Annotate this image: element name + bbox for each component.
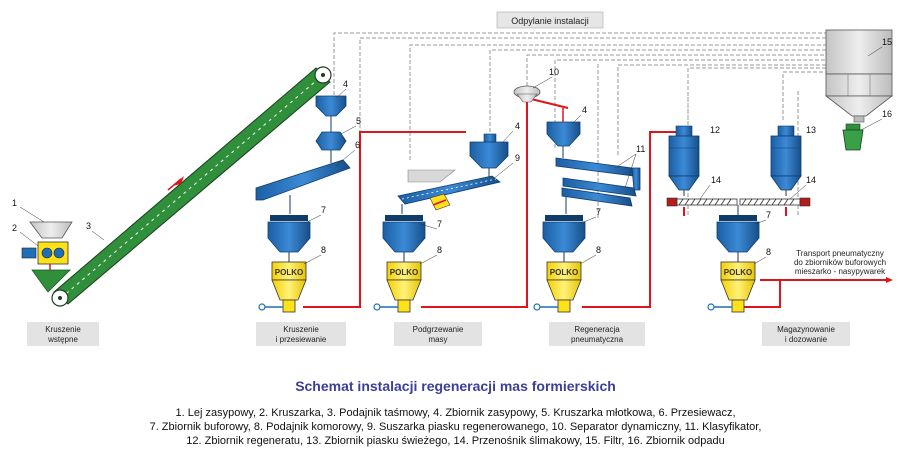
num-8b: 8: [437, 245, 442, 255]
polko-label-b: POLKO: [390, 268, 418, 277]
num-11: 11: [636, 144, 645, 154]
chamber-feeder-8d: POLKO: [707, 261, 756, 313]
num-7a: 7: [321, 205, 326, 215]
section-5-line-1: Magazynowanie: [777, 325, 835, 334]
sand-dryer-9: [397, 169, 501, 214]
num-7c: 7: [596, 207, 601, 217]
section-2-line-2: i przesiewanie: [276, 335, 327, 344]
num-8c: 8: [596, 245, 601, 255]
num-7b: 7: [437, 219, 442, 229]
chamber-feeder-8b: POLKO: [373, 261, 422, 313]
number-callouts: 1 2 3 4 5 6 7 8 4 7 8 9 10 4 11 7 8 12 1…: [12, 37, 892, 257]
buffer-tank-7c: [542, 215, 586, 262]
legend-line-2: 7. Zbiornik buforowy, 8. Podajnik komoro…: [149, 421, 762, 433]
polko-label-a: POLKO: [275, 268, 303, 277]
screw-conveyor-14a: [666, 197, 738, 207]
section-4-line-2: pneumatyczna: [571, 335, 624, 344]
dust-extraction-ducts: [333, 32, 830, 218]
section-labels: Kruszenie wstępne Kruszenie i przesiewan…: [27, 322, 850, 346]
num-7d: 7: [766, 210, 771, 220]
transport-note: Transport pneumatyczny do zbiorników buf…: [794, 249, 886, 276]
num-5: 5: [356, 116, 361, 126]
feed-hopper-4b: [469, 133, 509, 178]
legend: 1. Lej zasypowy, 2. Kruszarka, 3. Podajn…: [0, 406, 911, 448]
dynamic-separator-10: [513, 85, 541, 103]
chamber-feeder-8a: POLKO: [258, 261, 307, 313]
num-14a: 14: [711, 175, 721, 185]
section-3-line-1: Podgrzewanie: [413, 325, 464, 334]
diagram-title: Schemat instalacji regeneracji mas formi…: [295, 378, 616, 394]
section-3-line-2: masy: [428, 335, 447, 344]
num-10: 10: [549, 67, 559, 77]
feed-hopper-4c: [546, 108, 581, 147]
buffer-tank-7d: [716, 205, 760, 262]
num-13: 13: [806, 125, 816, 135]
section-4-line-1: Regeneracja: [574, 325, 620, 334]
num-16: 16: [882, 109, 892, 119]
num-15: 15: [882, 37, 892, 47]
polko-label-d: POLKO: [724, 268, 752, 277]
num-9: 9: [515, 153, 520, 163]
num-4b: 4: [515, 121, 520, 131]
num-8d: 8: [766, 247, 771, 257]
buffer-tank-7a: [267, 215, 311, 262]
hammer-crusher-5: [315, 116, 347, 151]
transport-arrow: [886, 277, 893, 283]
waste-bin-16: [842, 123, 864, 151]
filter-15: [824, 29, 894, 123]
polko-label-c: POLKO: [550, 268, 578, 277]
num-4c: 4: [582, 105, 587, 115]
transport-line-2: do zbiorników buforowych: [794, 258, 886, 267]
num-3: 3: [86, 221, 91, 231]
num-2: 2: [12, 223, 17, 233]
num-8a: 8: [321, 245, 326, 255]
num-14b: 14: [806, 175, 816, 185]
venting-label-box: Odpylanie instalacji: [496, 11, 604, 29]
callout-leaders: [19, 46, 883, 265]
buffer-tank-7b: [382, 215, 426, 262]
section-2-line-1: Kruszenie: [283, 325, 319, 334]
screen-6: [255, 150, 351, 214]
venting-label: Odpylanie instalacji: [511, 16, 589, 26]
section-1-line-2: wstępne: [47, 335, 78, 344]
legend-line-1: 1. Lej zasypowy, 2. Kruszarka, 3. Podajn…: [175, 407, 736, 419]
feed-hopper-1: [29, 221, 73, 239]
pneumatic-pipes: [303, 97, 890, 308]
classifier-11: [555, 146, 641, 214]
num-1: 1: [12, 198, 17, 208]
section-1-line-1: Kruszenie: [45, 325, 81, 334]
fresh-sand-tank-13: [770, 125, 802, 196]
belt-conveyor-3: [51, 66, 332, 307]
screw-conveyor-14b: [739, 197, 811, 207]
num-12: 12: [710, 125, 720, 135]
num-6: 6: [355, 140, 360, 150]
num-4a: 4: [343, 79, 348, 89]
transport-line-3: mieszarko - nasypywarek: [795, 267, 886, 276]
transport-line-1: Transport pneumatyczny: [796, 249, 884, 258]
chamber-feeder-8c: POLKO: [533, 261, 582, 313]
section-5-line-2: i dozowanie: [785, 335, 828, 344]
feed-hopper-4a: [315, 95, 347, 117]
regenerate-tank-12: [668, 125, 700, 196]
crusher-2: [21, 241, 71, 293]
legend-line-3: 12. Zbiornik regeneratu, 13. Zbiornik pi…: [186, 435, 725, 447]
